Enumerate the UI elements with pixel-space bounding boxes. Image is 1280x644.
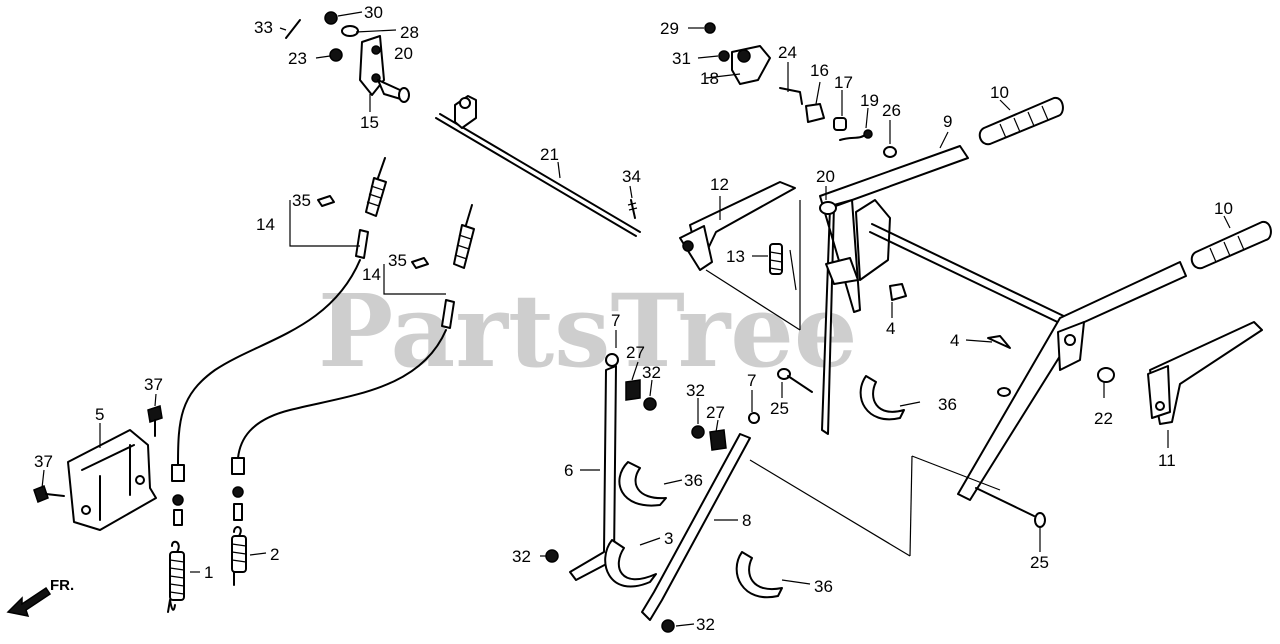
callout-36-bottom: 36 [814,577,833,596]
callout-37-top: 37 [144,375,163,394]
callout-23: 23 [288,49,307,68]
callout-9: 9 [943,112,952,131]
leader-lines [41,11,1231,627]
callout-3: 3 [664,529,673,548]
grips-10 [978,96,1272,270]
callout-10-lower: 10 [1214,199,1233,218]
callout-37-left: 37 [34,452,53,471]
callout-26: 26 [882,101,901,120]
callout-19: 19 [860,91,879,110]
callout-27-right: 27 [706,403,725,422]
callout-32-top: 32 [642,363,661,382]
callout-1: 1 [204,563,213,582]
callout-20-top: 20 [394,44,413,63]
bracket-assembly-15 [285,11,410,103]
callout-22: 22 [1094,409,1113,428]
lever-12 [679,181,801,331]
callout-10-upper: 10 [990,83,1009,102]
callout-24: 24 [778,43,797,62]
callout-31: 31 [672,49,691,68]
callout-4-upper: 4 [886,319,895,338]
callout-20-mid: 20 [816,167,835,186]
callout-14-right: 14 [362,265,381,284]
callout-36-upper: 36 [938,395,957,414]
front-direction-arrow: FR. [6,577,74,617]
springs-1-2 [167,526,247,613]
callout-4-right: 4 [950,331,959,350]
callout-32-bottom-left: 32 [512,547,531,566]
callout-34: 34 [622,167,641,186]
callout-27-left: 27 [626,343,645,362]
cable-guide-18 [704,22,897,158]
callout-36-left: 36 [684,471,703,490]
bolts-25 [777,335,1046,528]
callout-32-bottom-right: 32 [696,615,715,634]
callout-labels: 1 2 3 4 4 5 6 7 7 8 9 10 10 11 12 13 14 … [34,3,1233,634]
cable-bracket-5 [33,405,163,531]
callout-13: 13 [726,247,745,266]
callout-7-right: 7 [747,371,756,390]
shaft-21 [435,95,641,237]
callout-29: 29 [660,19,679,38]
callout-35-left: 35 [292,191,311,210]
handle-lower-6 [545,353,657,581]
callout-25-left: 25 [770,399,789,418]
cable-clips-36 [604,375,905,599]
callout-12: 12 [710,175,729,194]
callout-5: 5 [95,405,104,424]
callout-33: 33 [254,18,273,37]
callout-7-left: 7 [611,311,620,330]
callout-17: 17 [834,73,853,92]
callout-28: 28 [400,23,419,42]
callout-11: 11 [1158,451,1176,470]
lever-11 [1097,321,1263,425]
callout-2: 2 [270,545,279,564]
handle-upper-9 [819,145,1187,501]
throttle-cables-14 [171,157,475,526]
callout-35-right: 35 [388,251,407,270]
callout-15: 15 [360,113,379,132]
callout-16: 16 [810,61,829,80]
handle-lower-8 [641,412,1001,633]
callout-30: 30 [364,3,383,22]
callout-21: 21 [540,145,559,164]
callout-8: 8 [742,511,751,530]
watermark: PartsTree [318,272,858,390]
callout-6: 6 [564,461,573,480]
callout-25-right: 25 [1030,553,1049,572]
callout-18: 18 [700,69,719,88]
callout-32-mid: 32 [686,381,705,400]
callout-14-left: 14 [256,215,275,234]
direction-label: FR. [50,577,74,594]
